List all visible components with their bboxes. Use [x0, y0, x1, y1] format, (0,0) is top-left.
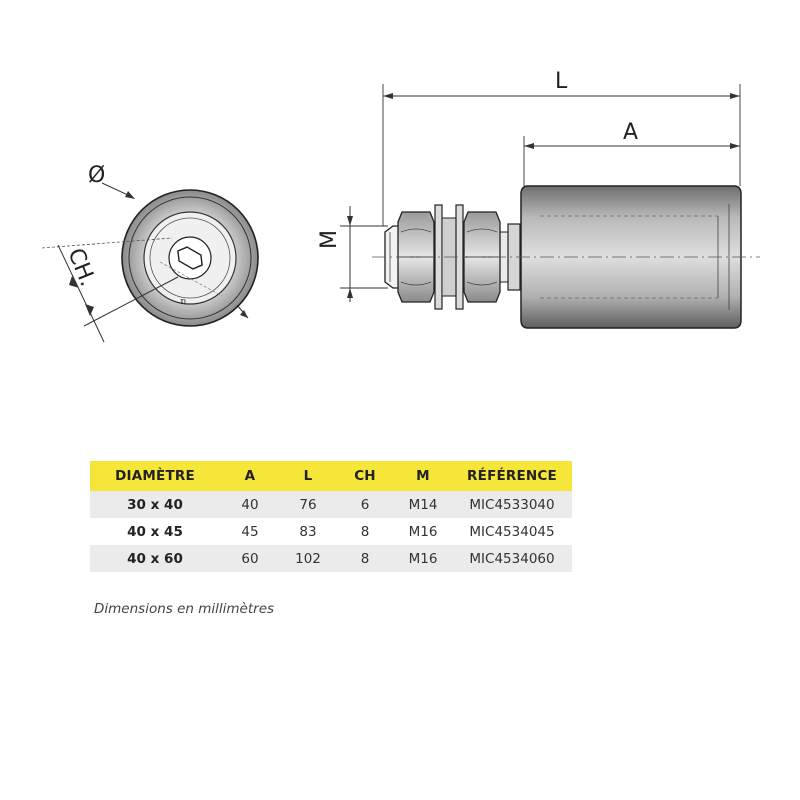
- table-row: 40 x 45 45 83 8 M16 MIC4534045: [90, 518, 572, 545]
- svg-text:α: α: [180, 296, 186, 306]
- cell-ch: 6: [336, 491, 394, 518]
- cell-l: 102: [280, 545, 336, 572]
- cell-a: 60: [220, 545, 280, 572]
- total-length-label: L: [555, 69, 568, 94]
- table-header-row: DIAMÈTRE A L CH M RÉFÉRENCE: [90, 461, 572, 491]
- header-l: L: [280, 461, 336, 491]
- cell-diameter: 40 x 45: [127, 523, 183, 540]
- header-ch: CH: [336, 461, 394, 491]
- hex-key-label: CH.: [62, 245, 100, 290]
- cell-reference: MIC4534045: [469, 523, 555, 540]
- cell-diameter: 40 x 60: [90, 545, 220, 572]
- cell-m: M16: [394, 545, 452, 572]
- header-reference: RÉFÉRENCE: [452, 461, 572, 491]
- roller-length-label: A: [623, 120, 638, 145]
- side-view: [372, 185, 760, 329]
- cell-m: M16: [408, 523, 438, 540]
- end-view: α Ø CH.: [41, 163, 259, 343]
- diameter-label: Ø: [88, 163, 105, 188]
- header-diameter: DIAMÈTRE: [90, 461, 220, 491]
- cell-l: 83: [299, 523, 317, 540]
- cell-reference: MIC4533040: [452, 491, 572, 518]
- cell-a: 40: [220, 491, 280, 518]
- dimension-lines: L A M: [317, 69, 741, 302]
- header-m: M: [394, 461, 452, 491]
- cell-l: 76: [280, 491, 336, 518]
- cell-diameter: 30 x 40: [90, 491, 220, 518]
- units-footnote: Dimensions en millimètres: [94, 601, 275, 617]
- cell-ch: 8: [360, 523, 370, 540]
- table-row: 40 x 60 60 102 8 M16 MIC4534060: [90, 545, 572, 572]
- thread-label: M: [317, 230, 342, 249]
- specifications-table: DIAMÈTRE A L CH M RÉFÉRENCE 30 x 40 40 7…: [90, 461, 572, 572]
- cell-reference: MIC4534060: [452, 545, 572, 572]
- cell-m: M14: [394, 491, 452, 518]
- cell-ch: 8: [336, 545, 394, 572]
- table-row: 30 x 40 40 76 6 M14 MIC4533040: [90, 491, 572, 518]
- header-a: A: [220, 461, 280, 491]
- cell-a: 45: [241, 523, 259, 540]
